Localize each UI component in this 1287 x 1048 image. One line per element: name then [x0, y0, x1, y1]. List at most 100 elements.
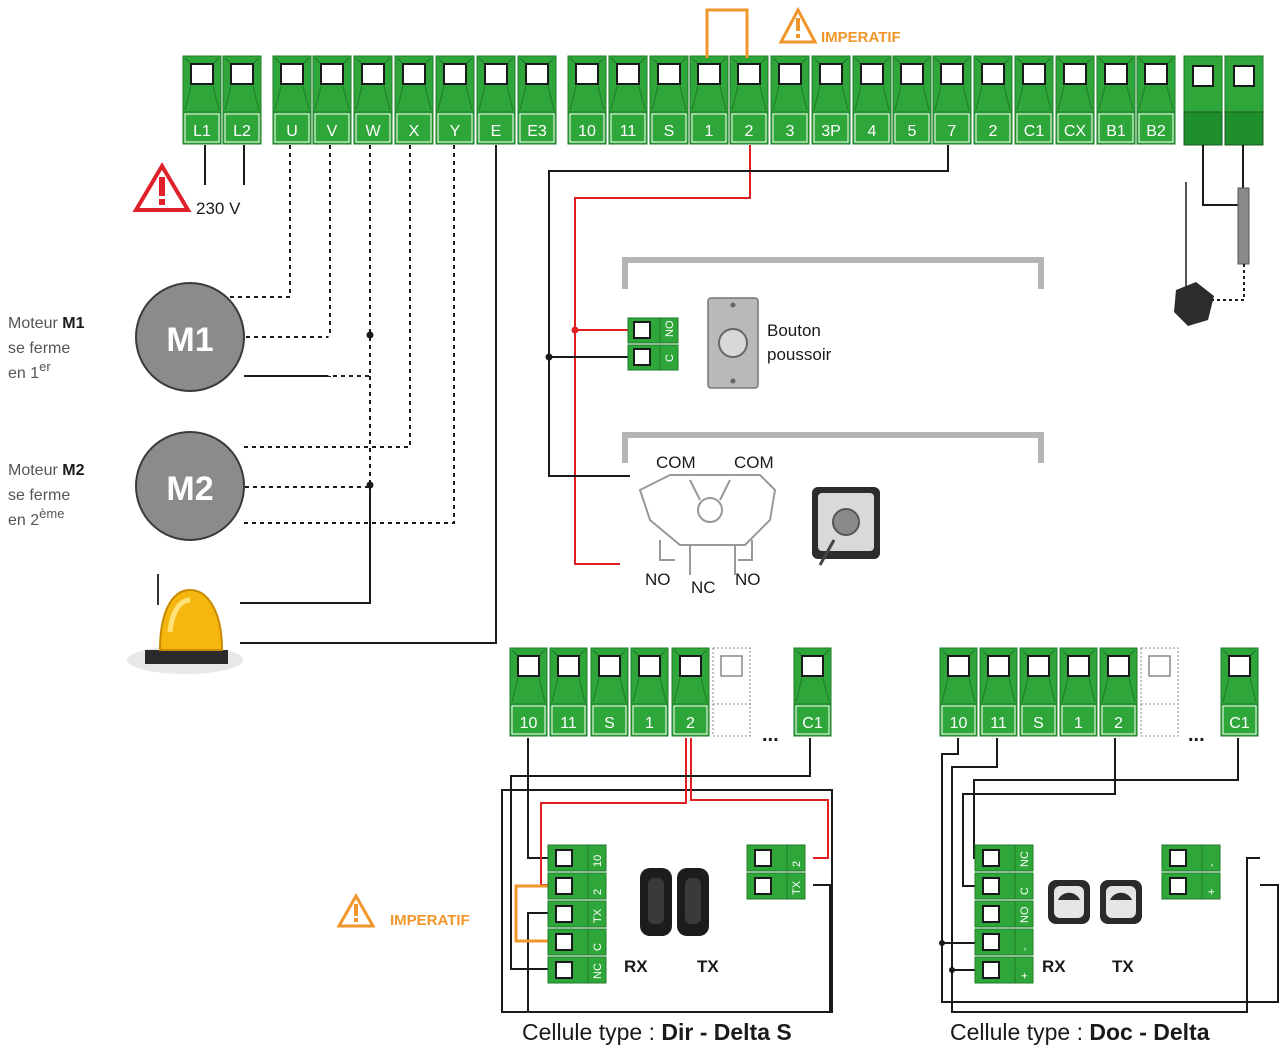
- terminal-label: C1: [1229, 715, 1250, 732]
- terminal-label: L2: [233, 123, 251, 140]
- cell-terminal-label: NC: [1019, 851, 1031, 867]
- cell-terminal-label: NC: [592, 963, 604, 979]
- svg-text:en 2ème: en 2ème: [8, 506, 64, 529]
- cell-terminal-label: +: [1206, 889, 1218, 895]
- terminal-label: 11: [620, 123, 637, 140]
- button-label-line2: poussoir: [767, 345, 832, 364]
- terminal: E3: [517, 55, 557, 145]
- terminal: CX: [1055, 55, 1095, 145]
- key-switch-icon: [812, 487, 880, 566]
- terminal-label: 1: [1074, 715, 1083, 732]
- terminal-label: 1: [705, 123, 714, 140]
- cell-terminal: 10: [547, 844, 607, 872]
- cell1-rx-sensor-icon: [640, 868, 672, 936]
- cell-terminal: C: [974, 872, 1034, 900]
- terminal: X: [394, 55, 434, 145]
- svg-text:NO: NO: [664, 320, 676, 337]
- antenna-icon: [1174, 182, 1250, 326]
- terminal-label: S: [604, 715, 615, 732]
- black-wire: [548, 145, 949, 477]
- cell-terminal: 2: [746, 844, 806, 872]
- key-switch-contacts-icon: [638, 474, 777, 575]
- terminal-label: E3: [527, 123, 547, 140]
- terminal: [712, 647, 751, 737]
- imperatif-label-cell1: IMPERATIF: [390, 912, 470, 929]
- terminal: 11: [549, 647, 588, 737]
- jumper-wire: [705, 8, 749, 58]
- terminal: 2: [973, 55, 1013, 145]
- cell-terminal: C: [547, 928, 607, 956]
- motor-wires: [230, 145, 455, 524]
- terminal: U: [272, 55, 312, 145]
- cell-terminal-label: C: [1019, 887, 1031, 895]
- terminal: E: [476, 55, 516, 145]
- motor-m2-caption: Moteur M2 se ferme en 2ème: [8, 462, 85, 529]
- flashing-lamp-icon: [127, 574, 243, 674]
- cell-terminal: TX: [746, 872, 806, 900]
- cell-terminal-label: 2: [592, 889, 604, 895]
- terminal: 2: [671, 647, 710, 737]
- cell2-tx-sensor-icon: [1100, 880, 1142, 924]
- terminal-label: S: [664, 123, 675, 140]
- terminal: L2: [222, 55, 262, 145]
- voltage-label: 230 V: [196, 199, 241, 218]
- terminal-label: E: [491, 123, 502, 140]
- terminal: S: [649, 55, 689, 145]
- terminal: Y: [435, 55, 475, 145]
- terminal-label: 10: [520, 715, 538, 732]
- terminal: V: [312, 55, 352, 145]
- terminal-label: Y: [450, 123, 461, 140]
- cell-terminal: +: [1161, 872, 1221, 900]
- cell-terminal-label: +: [1019, 973, 1031, 979]
- cell-terminal: NC: [547, 956, 607, 984]
- svg-text:en 1er: en 1er: [8, 359, 51, 382]
- terminal-label: 10: [578, 123, 596, 140]
- ellipsis-2: ...: [1188, 724, 1205, 746]
- ellipsis-1: ...: [762, 724, 779, 746]
- lamp-wire-e: [240, 145, 497, 644]
- motor-m1-caption: Moteur M1 se ferme en 1er: [8, 315, 85, 382]
- cell2-tx-label: TX: [1112, 957, 1134, 976]
- terminal: 5: [892, 55, 932, 145]
- cell1-tx-label: TX: [697, 957, 719, 976]
- svg-text:M2: M2: [166, 470, 213, 508]
- terminal: L1: [182, 55, 222, 145]
- terminal-label: 11: [990, 715, 1007, 732]
- cell-terminal-label: 10: [592, 855, 604, 867]
- terminal: S: [1019, 647, 1058, 737]
- terminal: C1: [793, 647, 832, 737]
- button-terminal-c: C: [627, 344, 679, 371]
- cell-terminal-label: NO: [1019, 906, 1031, 923]
- cell-terminal: 2: [547, 872, 607, 900]
- terminal-label: 3P: [821, 123, 841, 140]
- push-button-icon: [707, 297, 759, 389]
- terminal-label: S: [1033, 715, 1044, 732]
- terminal: 2: [1099, 647, 1138, 737]
- terminal: 10: [939, 647, 978, 737]
- terminal-label: 3: [786, 123, 795, 140]
- terminal: 3: [770, 55, 810, 145]
- terminal: B1: [1096, 55, 1136, 145]
- terminal-label: 11: [560, 715, 577, 732]
- terminal: 4: [852, 55, 892, 145]
- motor-m1: M1: [135, 282, 245, 392]
- terminal: 1: [689, 55, 729, 145]
- motor-m2: M2: [135, 431, 245, 541]
- cell-terminal-label: C: [592, 943, 604, 951]
- terminal-label: CX: [1064, 123, 1087, 140]
- cell2-caption: Cellule type : Doc - Delta: [950, 1019, 1210, 1045]
- terminal-label: 7: [948, 123, 957, 140]
- cell2-rx-label: RX: [1042, 957, 1066, 976]
- keyswitch-bracket: [622, 432, 1044, 463]
- terminal: C1: [1014, 55, 1054, 145]
- cell-terminal: -: [1161, 844, 1221, 872]
- terminal: B2: [1136, 55, 1176, 145]
- terminal-label: 2: [745, 123, 754, 140]
- imperatif-label: IMPERATIF: [821, 29, 901, 46]
- terminal-label: L1: [193, 123, 211, 140]
- high-voltage-warning-icon: [132, 162, 192, 212]
- cell-terminal: +: [974, 956, 1034, 984]
